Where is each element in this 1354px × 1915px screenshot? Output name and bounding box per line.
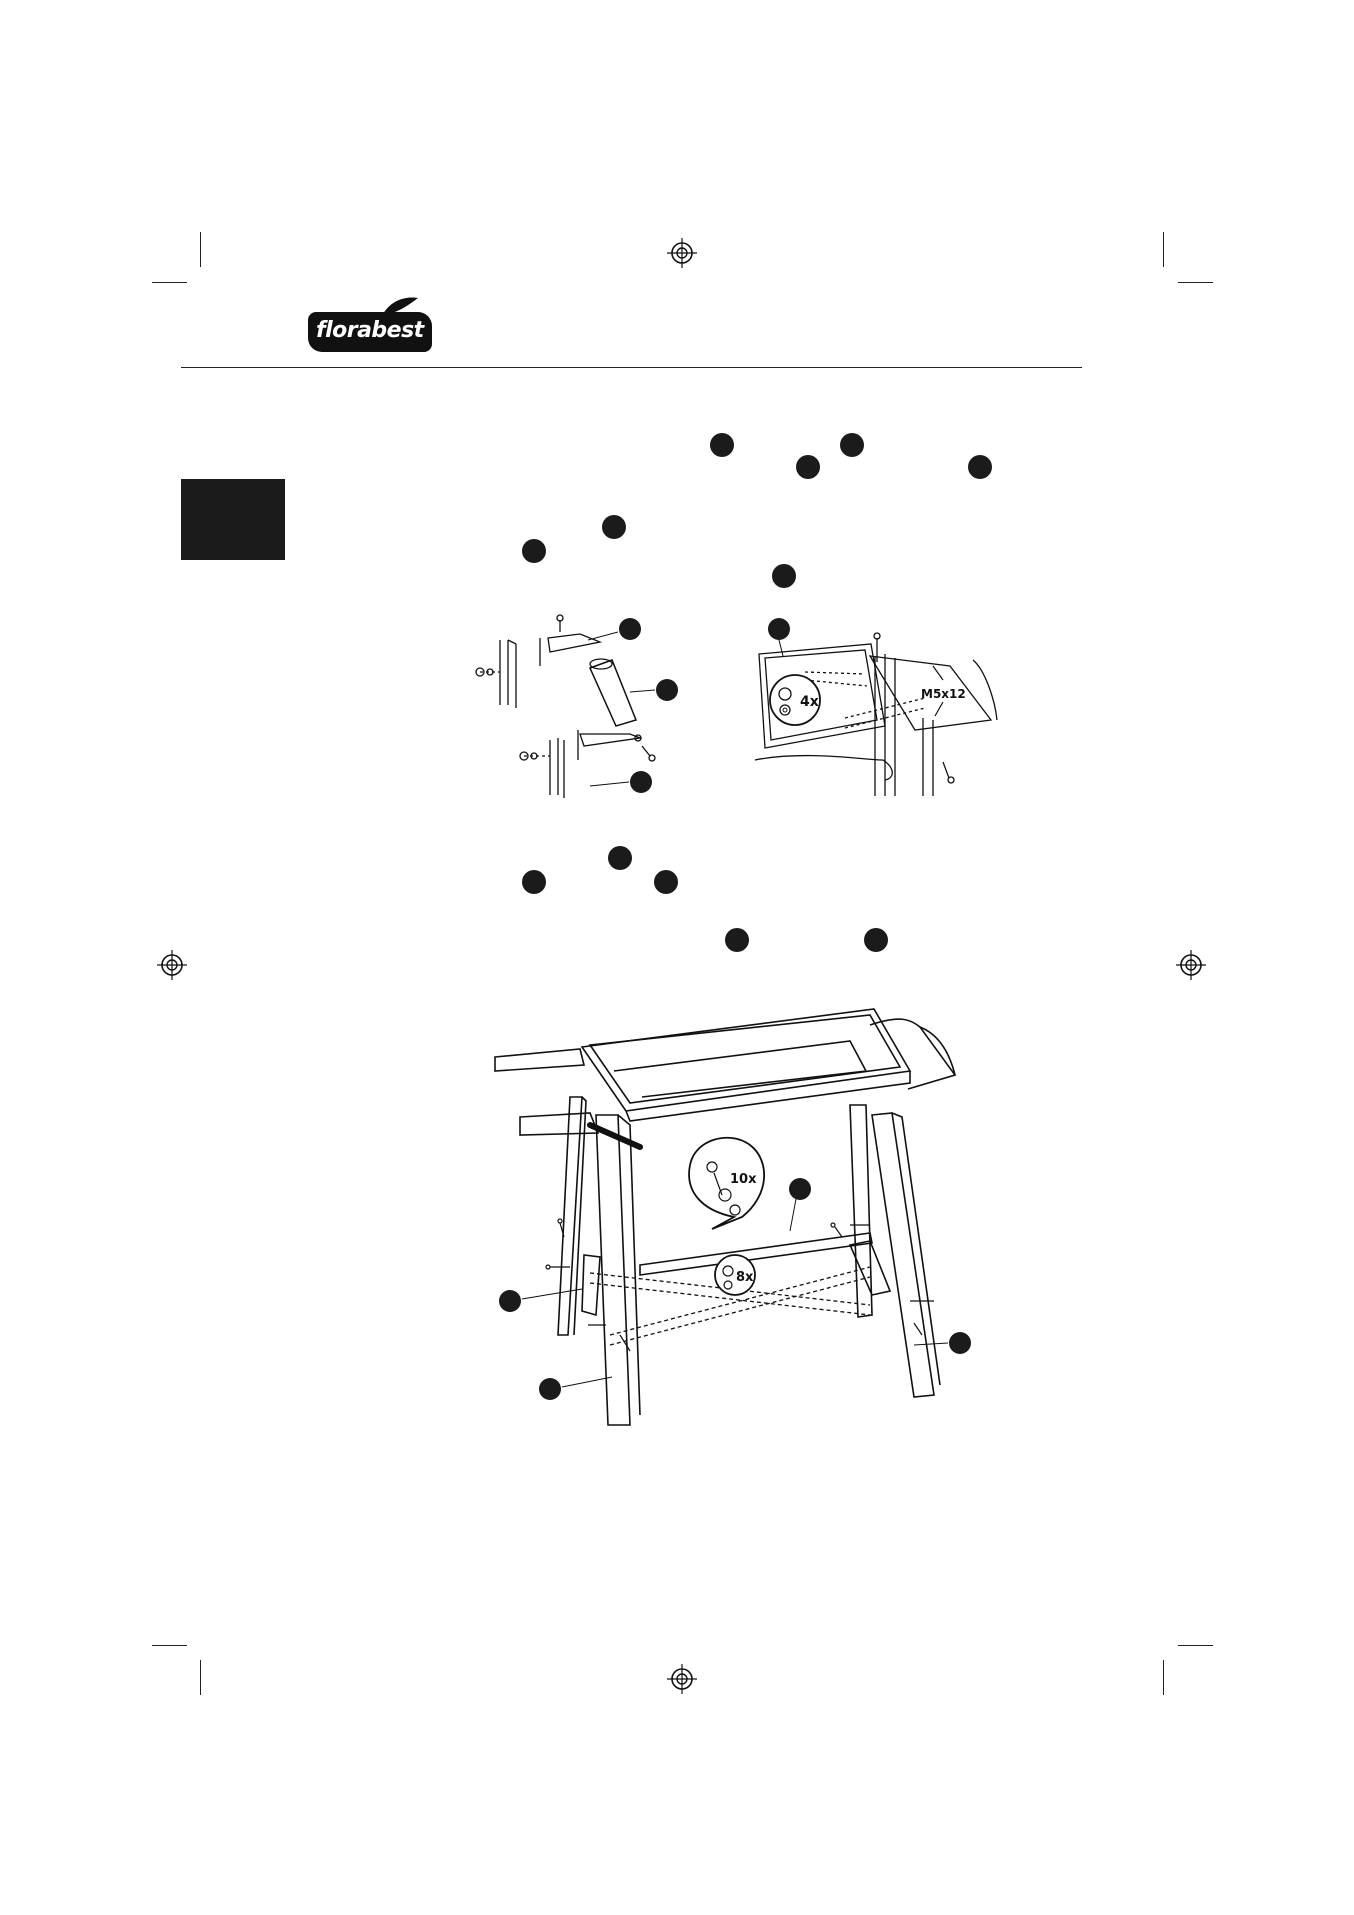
registration-mark-icon: [667, 1664, 697, 1694]
reference-dot: [522, 870, 546, 894]
reference-dot: [602, 515, 626, 539]
header-rule: [181, 367, 1082, 368]
figure-tray-assembly: 4x M5x12: [754, 618, 998, 796]
reference-dot: [608, 846, 632, 870]
reference-dot: [840, 433, 864, 457]
reference-dot: [864, 928, 888, 952]
reference-dot: [710, 433, 734, 457]
reference-dot: [522, 539, 546, 563]
crop-mark: [152, 1645, 187, 1646]
reference-dot: [968, 455, 992, 479]
fig2-bolts-qty-label: 10x: [730, 1172, 757, 1187]
registration-mark-icon: [1176, 950, 1206, 980]
crop-mark: [200, 232, 201, 267]
figure-stand-assembly: 10x 8x: [494, 1008, 971, 1426]
registration-mark-icon: [157, 950, 187, 980]
crop-mark: [200, 1660, 201, 1695]
crop-mark: [1178, 1645, 1213, 1646]
figure-handle-assembly: [475, 614, 678, 798]
brand-logo: florabest: [308, 297, 432, 352]
crop-mark: [1163, 1660, 1164, 1695]
fig1-screw-label: M5x12: [921, 687, 966, 701]
language-tab: [181, 479, 285, 560]
fig2-nuts-qty-label: 8x: [736, 1270, 754, 1285]
reference-dot: [796, 455, 820, 479]
reference-dot: [725, 928, 749, 952]
brand-logo-text: florabest: [316, 318, 424, 343]
fig1-qty-label: 4x: [800, 694, 819, 710]
crop-mark: [152, 282, 187, 283]
crop-mark: [1178, 282, 1213, 283]
leaf-icon: [382, 297, 418, 316]
reference-dot: [654, 870, 678, 894]
registration-mark-icon: [667, 238, 697, 268]
crop-mark: [1163, 232, 1164, 267]
reference-dot: [772, 564, 796, 588]
